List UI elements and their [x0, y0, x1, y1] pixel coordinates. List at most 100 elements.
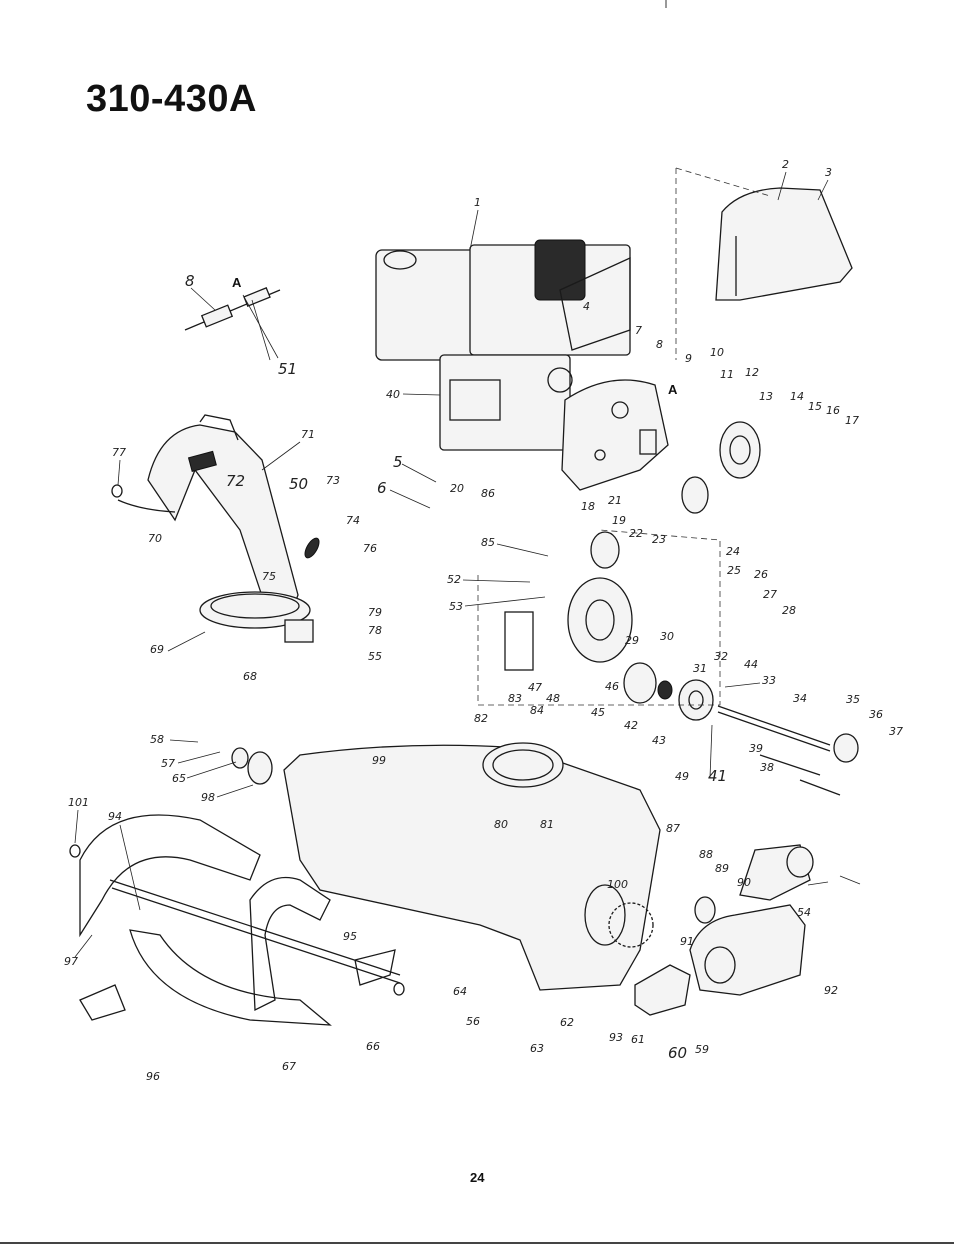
- callout-77: 77: [112, 446, 126, 459]
- callout-73: 73: [326, 474, 340, 487]
- callout-13: 13: [759, 390, 773, 403]
- callout-8: 8: [656, 338, 663, 351]
- discharge-chute: [111, 414, 320, 643]
- callout-57: 57: [161, 757, 175, 770]
- callout-46: 46: [605, 680, 619, 693]
- callout-35: 35: [846, 693, 860, 706]
- callout-76: 76: [363, 542, 377, 555]
- callout-69: 69: [150, 643, 164, 656]
- callout-18: 18: [581, 500, 595, 513]
- callout-61: 61: [631, 1033, 645, 1046]
- callout-10: 10: [710, 346, 724, 359]
- callout-80: 80: [494, 818, 508, 831]
- model-number-title: 310-430A: [86, 78, 257, 120]
- callout-50: 50: [289, 475, 308, 493]
- pulley-assembly: [477, 421, 761, 721]
- callout-87: 87: [666, 822, 680, 835]
- callout-83: 83: [508, 692, 522, 705]
- callout-43: 43: [652, 734, 666, 747]
- callout-56: 56: [466, 1015, 480, 1028]
- callout-64: 64: [453, 985, 467, 998]
- callout-53: 53: [449, 600, 463, 613]
- callout-21: 21: [608, 494, 622, 507]
- page-number: 24: [470, 1170, 485, 1185]
- callout-32: 32: [714, 650, 728, 663]
- side-drive-assembly: [634, 844, 814, 1016]
- callout-2: 2: [782, 158, 789, 171]
- callout-1: 1: [474, 196, 481, 209]
- callout-14: 14: [790, 390, 804, 403]
- callout-59: 59: [695, 1043, 709, 1056]
- cable-detail-a: [184, 287, 281, 331]
- callout-9: 9: [685, 352, 692, 365]
- callout-51: 51: [278, 360, 297, 378]
- callout-5: 5: [393, 453, 403, 471]
- callout-23: 23: [652, 533, 666, 546]
- callout-67: 67: [282, 1060, 296, 1073]
- callout-42: 42: [624, 719, 638, 732]
- callout-99: 99: [372, 754, 386, 767]
- callout-66: 66: [366, 1040, 380, 1053]
- callout-38: 38: [760, 761, 774, 774]
- callout-94: 94: [108, 810, 122, 823]
- leader-lines: [74, 171, 861, 958]
- callout-52: 52: [447, 573, 461, 586]
- callout-44: 44: [744, 658, 758, 671]
- callout-58: 58: [150, 733, 164, 746]
- callout-labels: 8 A A 51 1 2 3 4 5 6 7 8 9 10 11 12 13 1…: [64, 158, 903, 1083]
- callout-101: 101: [68, 796, 89, 809]
- callout-20: 20: [450, 482, 464, 495]
- callout-88: 88: [699, 848, 713, 861]
- callout-65: 65: [172, 772, 186, 785]
- callout-29: 29: [625, 634, 639, 647]
- callout-68: 68: [243, 670, 257, 683]
- callout-34: 34: [793, 692, 807, 705]
- callout-86: 86: [481, 487, 495, 500]
- detail-a-label-2: A: [668, 382, 678, 397]
- callout-97: 97: [64, 955, 78, 968]
- callout-92: 92: [824, 984, 838, 997]
- callout-95: 95: [343, 930, 357, 943]
- callout-100: 100: [607, 878, 628, 891]
- callout-74: 74: [346, 514, 360, 527]
- callout-3: 3: [825, 166, 832, 179]
- callout-26: 26: [754, 568, 768, 581]
- callout-22: 22: [629, 527, 643, 540]
- callout-81: 81: [540, 818, 554, 831]
- callout-54: 54: [797, 906, 811, 919]
- callout-48: 48: [546, 692, 560, 705]
- callout-7: 7: [635, 324, 642, 337]
- callout-28: 28: [782, 604, 796, 617]
- callout-30: 30: [660, 630, 674, 643]
- belt-cover: [675, 167, 853, 360]
- callout-40: 40: [386, 388, 400, 401]
- callout-33: 33: [762, 674, 776, 687]
- engine-assembly: [375, 239, 631, 451]
- callout-49: 49: [675, 770, 689, 783]
- callout-55: 55: [368, 650, 382, 663]
- callout-79: 79: [368, 606, 382, 619]
- engine-mounting-bracket: [561, 379, 669, 491]
- callout-16: 16: [826, 404, 840, 417]
- auger-housing: [231, 742, 661, 991]
- callout-91: 91: [680, 935, 694, 948]
- callout-70: 70: [148, 532, 162, 545]
- callout-19: 19: [612, 514, 626, 527]
- callout-90: 90: [737, 876, 751, 889]
- callout-89: 89: [715, 862, 729, 875]
- callout-8a: 8: [185, 272, 195, 290]
- callout-98: 98: [201, 791, 215, 804]
- callout-47: 47: [528, 681, 542, 694]
- callout-71: 71: [301, 428, 315, 441]
- callout-93: 93: [609, 1031, 623, 1044]
- callout-6: 6: [377, 479, 387, 497]
- callout-15: 15: [808, 400, 822, 413]
- callout-84: 84: [530, 704, 544, 717]
- callout-4: 4: [583, 300, 590, 313]
- callout-82: 82: [474, 712, 488, 725]
- callout-24: 24: [726, 545, 740, 558]
- callout-12: 12: [745, 366, 759, 379]
- callout-17: 17: [845, 414, 859, 427]
